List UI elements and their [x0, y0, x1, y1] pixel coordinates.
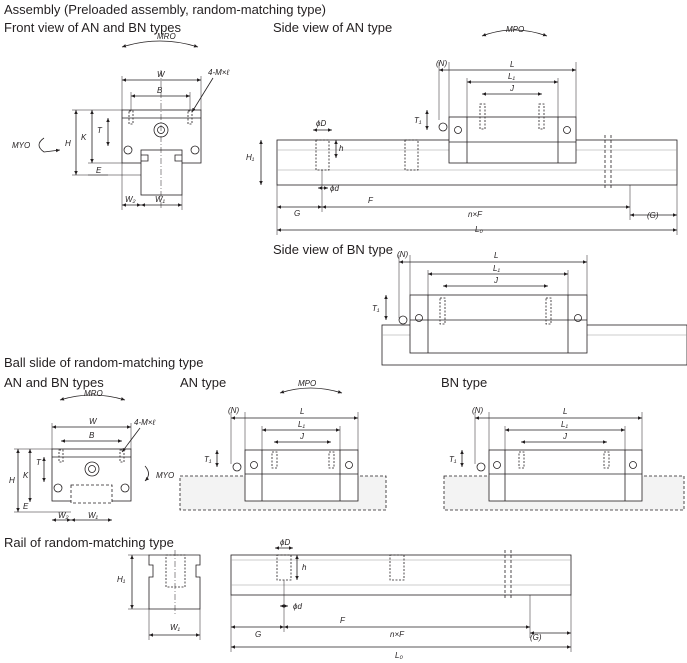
side-view-bn-drawing	[381, 255, 687, 366]
label-l-bn: L	[494, 251, 498, 260]
label-mpo-2: MPO	[298, 379, 316, 388]
ball-slide-bn-drawing	[443, 412, 685, 511]
ball-slide-front-labels: MRO W B 4-M×ℓ H K T E MYO W₂ W₁	[9, 389, 174, 520]
label-w2-2: W₂	[58, 511, 69, 520]
label-l1-bn: L₁	[493, 264, 500, 273]
label-w1-2: W₁	[88, 511, 99, 520]
label-myo-2: MYO	[156, 471, 174, 480]
ball-slide-an-labels: MPO (N) L L₁ J T₁	[204, 379, 316, 464]
rail-drawing	[128, 546, 572, 652]
side-view-an-labels: MPO (N) L L₁ J T₁ ϕD h ϕd H₁ G F n×F (G)…	[246, 25, 659, 234]
label-mpo: MPO	[506, 25, 524, 34]
label-l: L	[510, 60, 514, 69]
front-view-drawing	[38, 40, 214, 210]
label-phid-lower: ϕd	[330, 184, 339, 193]
rail-labels: H₁ W₁ ϕD h ϕd G F n×F (G) L₀	[117, 538, 542, 660]
label-w1: W₁	[155, 195, 166, 204]
side-view-an-drawing	[259, 29, 678, 235]
label-h: H	[65, 139, 71, 148]
label-k: K	[81, 133, 87, 142]
label-j: J	[509, 84, 515, 93]
label-phid-upper: ϕD	[316, 119, 326, 128]
label-w-2: W	[89, 417, 98, 426]
grease-nipple-icon	[438, 122, 448, 132]
label-t1: T₁	[414, 116, 422, 125]
label-m-2: 4-M×ℓ	[134, 418, 155, 427]
heading-ball-slide: Ball slide of random-matching type	[4, 355, 204, 370]
label-m: 4-M×ℓ	[208, 68, 229, 77]
label-l1-2: L₁	[298, 420, 305, 429]
ball-slide-front-drawing	[14, 394, 150, 522]
rotation-arrow-mpo-icon	[481, 29, 548, 37]
label-l0-2: L₀	[395, 651, 403, 660]
label-t-2: T	[36, 458, 42, 467]
label-n: (N)	[436, 59, 447, 68]
label-h-small-2: h	[302, 563, 307, 572]
label-g-2: G	[255, 630, 261, 639]
label-j-3: J	[562, 432, 568, 441]
label-l1: L₁	[508, 72, 515, 81]
label-h-2: H	[9, 476, 15, 485]
label-k-2: K	[23, 471, 29, 480]
label-h1-2: H₁	[117, 575, 126, 584]
label-t: T	[97, 126, 103, 135]
label-mro: MRO	[157, 32, 176, 41]
label-l-2: L	[300, 407, 304, 416]
label-l1-3: L₁	[561, 420, 568, 429]
heading-bn-type: BN type	[441, 375, 488, 390]
rail-section	[140, 149, 183, 196]
label-nf: n×F	[468, 210, 483, 219]
label-g: G	[294, 209, 300, 218]
heading-rail: Rail of random-matching type	[4, 535, 174, 550]
heading-side-view-bn: Side view of BN type	[273, 242, 393, 257]
label-gp-2: (G)	[530, 633, 542, 642]
rotation-arrow-mro-icon	[121, 40, 199, 48]
label-myo: MYO	[12, 141, 30, 150]
front-view-labels: MRO W B 4-M×ℓ H K T E MYO W₂ W₁	[12, 32, 229, 204]
label-n-3: (N)	[472, 406, 483, 415]
label-f-2: F	[340, 616, 346, 625]
label-mro-2: MRO	[84, 389, 103, 398]
label-e-2: E	[23, 502, 29, 511]
label-t1-3: T₁	[449, 455, 457, 464]
rotation-arrow-myo-icon	[38, 137, 60, 152]
heading-side-view-an: Side view of AN type	[273, 20, 393, 35]
label-f: F	[368, 196, 374, 205]
label-e: E	[96, 166, 102, 175]
label-b: B	[157, 86, 163, 95]
side-view-bn-labels: (N) L L₁ J T₁	[372, 250, 500, 313]
label-w1-3: W₁	[170, 623, 181, 632]
label-t1-2: T₁	[204, 455, 212, 464]
label-j-2: J	[299, 432, 305, 441]
label-w2: W₂	[125, 195, 136, 204]
ball-slide-an-drawing	[179, 387, 387, 511]
label-w: W	[157, 70, 166, 79]
label-l-3: L	[563, 407, 567, 416]
label-phid-2: ϕD	[280, 538, 290, 547]
label-h1: H₁	[246, 153, 255, 162]
label-l0: L₀	[475, 225, 483, 234]
ball-slide-bn-labels: (N) L L₁ J T₁	[449, 406, 568, 464]
label-j-bn: J	[493, 276, 499, 285]
label-phid-small-2: ϕd	[293, 602, 302, 611]
label-b-2: B	[89, 431, 95, 440]
heading-an-type: AN type	[180, 375, 227, 390]
label-t1-bn: T₁	[372, 304, 380, 313]
slide-body-side	[448, 116, 577, 164]
heading-front-view: Front view of AN and BN types	[4, 20, 182, 35]
heading-an-bn-types: AN and BN types	[4, 375, 104, 390]
heading-assembly: Assembly (Preloaded assembly, random-mat…	[4, 2, 327, 17]
label-n-2: (N)	[228, 406, 239, 415]
label-gp: (G)	[647, 211, 659, 220]
label-nf-2: n×F	[390, 630, 405, 639]
label-h-small: h	[339, 144, 344, 153]
label-n-bn: (N)	[397, 250, 408, 259]
